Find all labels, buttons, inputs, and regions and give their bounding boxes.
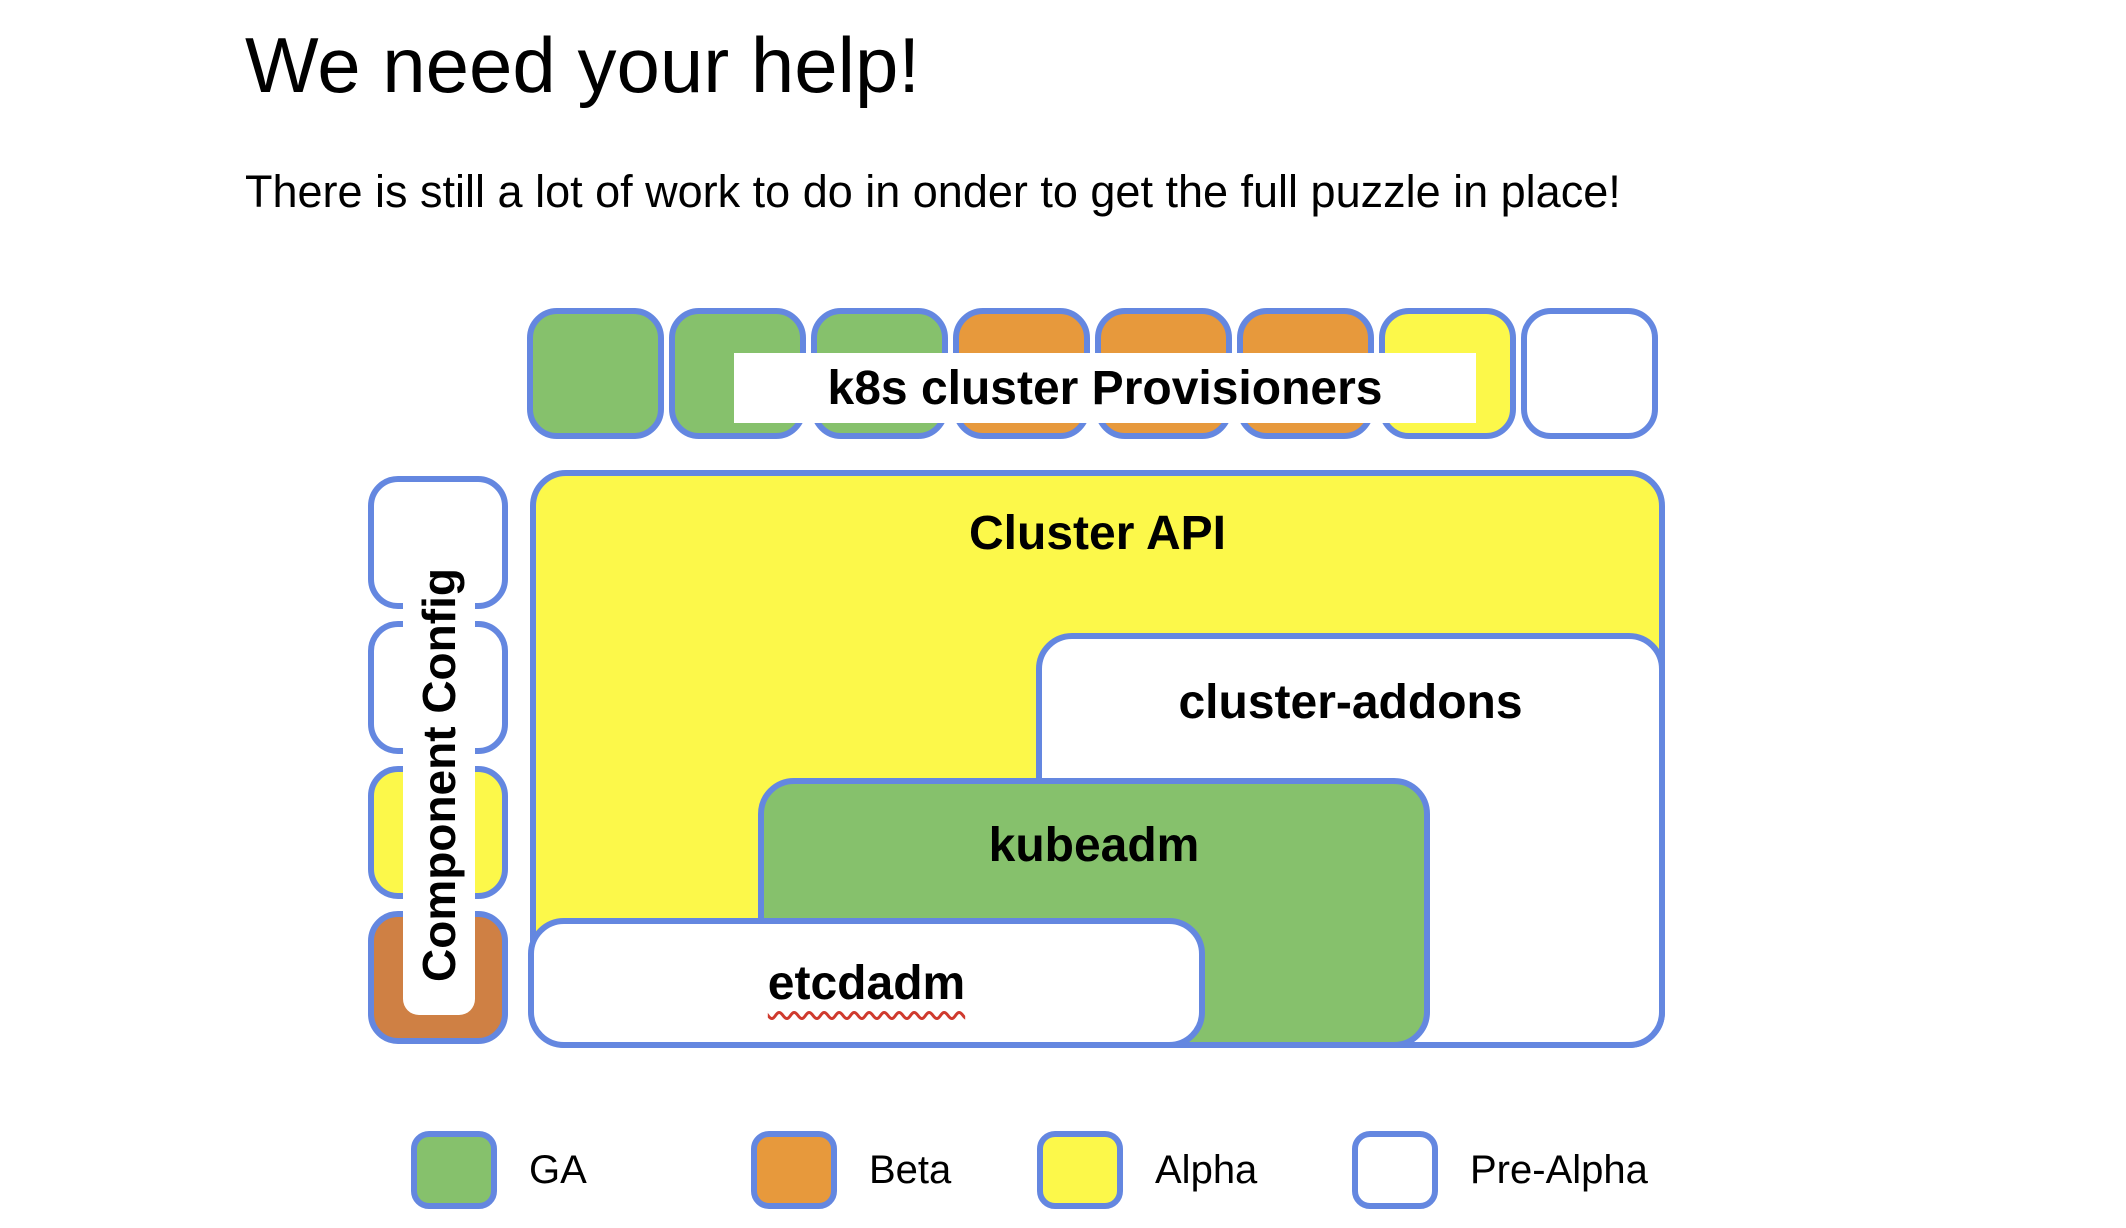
- page-title: We need your help!: [245, 21, 920, 109]
- legend-swatch: [751, 1131, 837, 1209]
- legend-label: Alpha: [1155, 1147, 1258, 1192]
- component-config-label: Component Config: [413, 568, 466, 982]
- legend-label: Beta: [869, 1147, 952, 1192]
- etcdadm-label: etcdadm: [534, 956, 1199, 1012]
- legend-swatch: [1037, 1131, 1123, 1209]
- provisioner-square: [1521, 308, 1658, 439]
- etcdadm-label-text: etcdadm: [767, 957, 966, 1010]
- provisioners-label: k8s cluster Provisioners: [734, 353, 1476, 423]
- legend-swatch: [411, 1131, 497, 1209]
- legend-item: Alpha: [1037, 1131, 1257, 1209]
- etcdadm-box: etcdadm: [528, 918, 1205, 1048]
- cluster-api-label: Cluster API: [969, 507, 1226, 560]
- cluster-addons-label: cluster-addons: [1178, 676, 1523, 729]
- legend-label: GA: [529, 1147, 587, 1192]
- page-subtitle: There is still a lot of work to do in on…: [245, 166, 1621, 217]
- legend-item: GA: [411, 1131, 587, 1209]
- legend-swatch: [1352, 1131, 1438, 1209]
- legend-item: Beta: [751, 1131, 951, 1209]
- legend-label: Pre-Alpha: [1470, 1147, 1648, 1192]
- kubeadm-label: kubeadm: [988, 819, 1200, 872]
- provisioner-square: [527, 308, 664, 439]
- legend-item: Pre-Alpha: [1352, 1131, 1648, 1209]
- component-config-label-box: Component Config: [403, 535, 475, 1015]
